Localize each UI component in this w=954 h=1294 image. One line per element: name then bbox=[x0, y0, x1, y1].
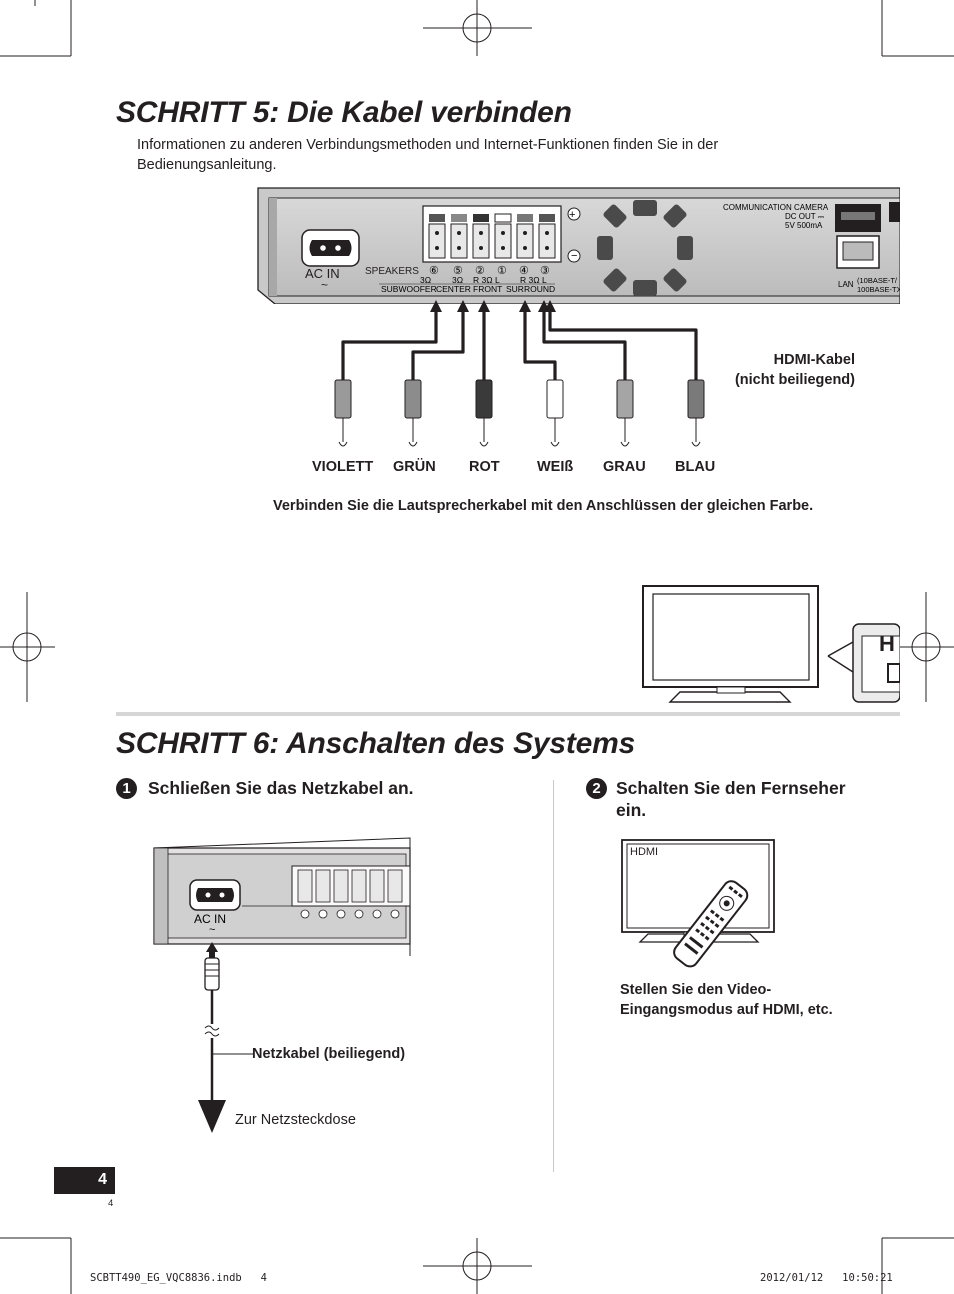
svg-text:③: ③ bbox=[540, 265, 550, 277]
footer-file: SCBTT490_EG_VQC8836.indb 4 bbox=[90, 1272, 268, 1284]
svg-text:SURROUND: SURROUND bbox=[506, 284, 555, 294]
svg-text:①: ① bbox=[497, 265, 507, 277]
step5-title: SCHRITT 5: Die Kabel verbinden bbox=[116, 96, 572, 129]
svg-text:FRONT: FRONT bbox=[473, 284, 502, 294]
step5-intro: Informationen zu anderen Verbindungsmeth… bbox=[137, 135, 718, 175]
power-cord-label: Netzkabel (beiliegend) bbox=[252, 1046, 406, 1062]
svg-text:SUBWOOFER: SUBWOOFER bbox=[381, 284, 437, 294]
tv-port-label: H bbox=[879, 631, 895, 656]
tv-input-label: HDMI bbox=[630, 846, 659, 858]
page-number-small: 4 bbox=[108, 1198, 114, 1209]
tv-illustration bbox=[642, 585, 900, 703]
step6-title: SCHRITT 6: Anschalten des Systems bbox=[116, 727, 636, 760]
step6-number-2: 2 bbox=[586, 778, 607, 799]
outlet-label: Zur Netzsteckdose bbox=[235, 1112, 356, 1128]
svg-text:LAN: LAN bbox=[838, 280, 854, 289]
page-number: 4 bbox=[98, 1171, 107, 1188]
ac-inlet bbox=[301, 229, 360, 267]
fan-grille bbox=[597, 200, 693, 296]
speakers-label: SPEAKERS bbox=[365, 266, 419, 277]
sub2-line-1: Schalten Sie den Fernseher bbox=[616, 778, 846, 798]
sub2-line-2: ein. bbox=[616, 800, 647, 820]
svg-text:COMMUNICATION CAMERA: COMMUNICATION CAMERA bbox=[723, 203, 829, 212]
step6-sub1-title: Schließen Sie das Netzkabel an. bbox=[148, 778, 414, 798]
speaker-cables bbox=[334, 300, 705, 447]
tv-remote-illustration bbox=[621, 839, 775, 968]
svg-text:(10BASE-T/: (10BASE-T/ bbox=[857, 276, 898, 285]
page-number-tab: 4 bbox=[54, 1167, 115, 1194]
svg-text:100BASE-TX: 100BASE-TX bbox=[857, 285, 900, 294]
column-divider bbox=[553, 780, 554, 1172]
section-divider bbox=[116, 712, 900, 716]
speaker-terminals bbox=[428, 213, 556, 259]
video-note-line-2: Eingangsmodus auf HDMI, etc. bbox=[620, 1002, 833, 1018]
ac-inlet-2 bbox=[189, 879, 241, 911]
svg-text:⑤: ⑤ bbox=[453, 265, 463, 277]
svg-text:DC OUT ⎓: DC OUT ⎓ bbox=[785, 212, 825, 221]
hdmi-cable-line-1: HDMI-Kabel bbox=[773, 352, 855, 368]
svg-text:④: ④ bbox=[519, 265, 529, 277]
svg-text:5V 500mA: 5V 500mA bbox=[785, 221, 823, 230]
svg-text:3Ω: 3Ω bbox=[420, 275, 431, 285]
rear-panel-illustration: AC IN ~ + − SPEAKERS ⑥ ⑤ ② ① ④ ③ 3Ω 3Ω R… bbox=[257, 187, 900, 304]
svg-text:~: ~ bbox=[209, 924, 215, 936]
color-label-gruen: GRÜN bbox=[393, 459, 436, 475]
footer-date: 2012/01/12 10:50:21 bbox=[760, 1272, 893, 1284]
remote-control-icon bbox=[673, 880, 749, 968]
svg-text:R 3Ω L: R 3Ω L bbox=[473, 275, 500, 285]
svg-text:R 3Ω L: R 3Ω L bbox=[520, 275, 547, 285]
intro-line-2: Bedienungsanleitung. bbox=[137, 157, 277, 173]
intro-line-1: Informationen zu anderen Verbindungsmeth… bbox=[137, 137, 719, 153]
ac-in-label: AC IN bbox=[305, 266, 340, 281]
color-label-weiss: WEIß bbox=[537, 459, 574, 475]
step6-number-1: 1 bbox=[116, 778, 137, 799]
color-label-violett: VIOLETT bbox=[312, 459, 374, 475]
step6-sub2-title: Schalten Sie den Fernseher ein. bbox=[616, 777, 846, 821]
unit-rear-illustration: AC IN ~ bbox=[153, 837, 411, 956]
color-label-grau: GRAU bbox=[603, 459, 646, 475]
svg-text:+: + bbox=[569, 209, 575, 221]
speaker-cable-note: Verbinden Sie die Lautsprecherkabel mit … bbox=[273, 498, 814, 514]
ac-in-label-2: AC IN bbox=[194, 912, 226, 926]
color-label-rot: ROT bbox=[469, 459, 500, 475]
hdmi-cable-label: HDMI-Kabel (nicht beiliegend) bbox=[700, 350, 855, 390]
video-note-line-1: Stellen Sie den Video- bbox=[620, 982, 772, 998]
power-cord-illustration bbox=[198, 942, 253, 1133]
svg-text:~: ~ bbox=[321, 278, 328, 292]
hdmi-cable-line-2: (nicht beiliegend) bbox=[734, 372, 855, 388]
svg-text:3Ω: 3Ω bbox=[452, 275, 463, 285]
color-label-blau: BLAU bbox=[675, 459, 716, 475]
svg-text:CENTER: CENTER bbox=[436, 284, 471, 294]
svg-text:−: − bbox=[571, 250, 577, 262]
video-input-note: Stellen Sie den Video- Eingangsmodus auf… bbox=[620, 980, 833, 1020]
svg-text:②: ② bbox=[475, 265, 485, 277]
svg-text:⑥: ⑥ bbox=[429, 265, 439, 277]
